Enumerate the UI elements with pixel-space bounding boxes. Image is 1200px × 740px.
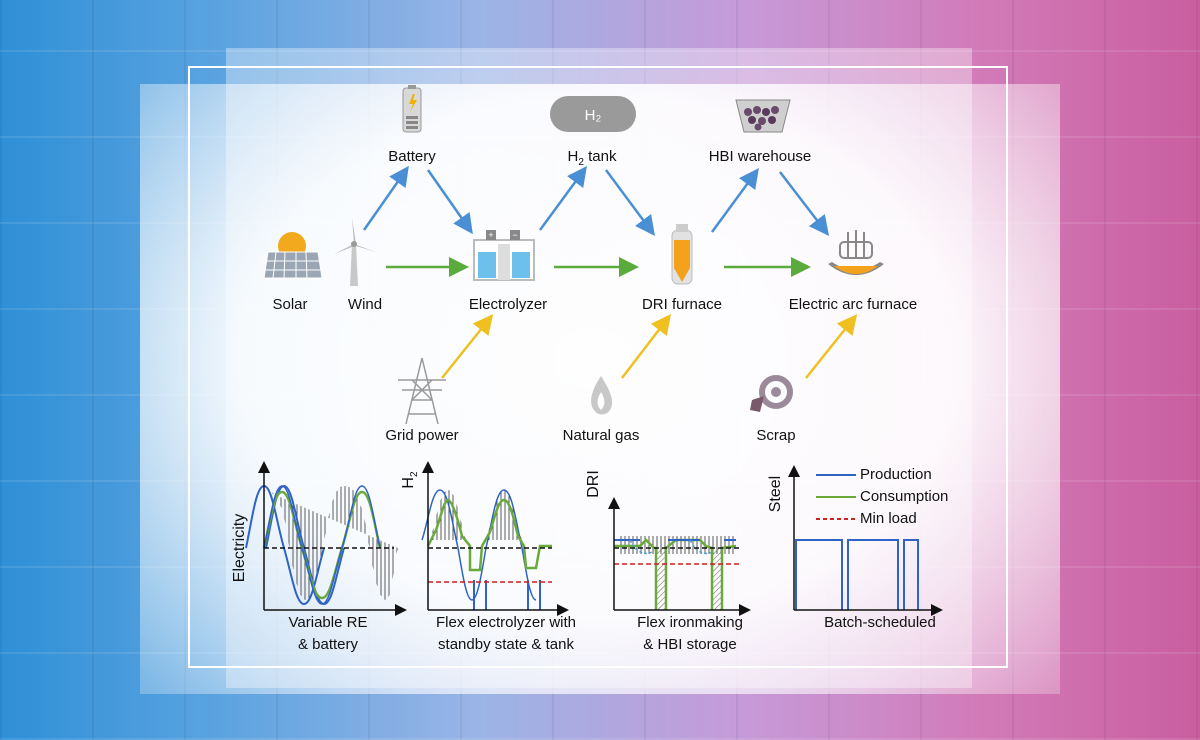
dri-furnace-label: DRI furnace: [641, 296, 723, 313]
svg-text:+: +: [488, 230, 493, 240]
hbi-warehouse-label: HBI warehouse: [708, 148, 812, 165]
svg-text:H₂: H₂: [585, 107, 602, 124]
chart4-caption: Batch-scheduled: [824, 614, 936, 631]
gas-flame-icon: [591, 376, 613, 415]
hbi-warehouse-icon: [735, 99, 791, 133]
battery-label: Battery: [388, 148, 436, 165]
legend-min-load: Min load: [860, 510, 917, 527]
chart2-ylabel: H2: [399, 471, 421, 489]
wind-label: Wind: [347, 296, 383, 313]
flow-arrows: [362, 165, 858, 379]
h2-tank-icon: H₂: [550, 96, 636, 132]
chart1-caption: Variable RE& battery: [288, 614, 368, 653]
chart-flex-electrolyzer: [421, 461, 569, 616]
chart3-caption: Flex ironmaking& HBI storage: [637, 614, 743, 653]
grid-power-label: Grid power: [385, 427, 459, 444]
legend-production: Production: [860, 466, 932, 483]
chart1-ylabel: Electricity: [231, 513, 248, 583]
natural-gas-label: Natural gas: [562, 427, 640, 444]
chart-variable-re: [245, 461, 407, 616]
scrap-label: Scrap: [756, 427, 796, 444]
wind-turbine-icon: [334, 218, 376, 286]
legend-consumption: Consumption: [860, 488, 949, 505]
chart3-ylabel: DRI: [585, 470, 602, 498]
diagram-frame: [188, 66, 1008, 668]
svg-text:−: −: [512, 230, 517, 240]
solar-panel-icon: [263, 232, 323, 279]
battery-icon: [402, 85, 422, 133]
chart-flex-ironmaking: [608, 497, 751, 616]
electric-arc-furnace-label: Electric arc furnace: [788, 296, 918, 313]
scrap-gear-icon: [750, 375, 793, 412]
electrolyzer-label: Electrolyzer: [468, 296, 548, 313]
side-strip: [0, 648, 22, 740]
solar-label: Solar: [272, 296, 308, 313]
chart4-ylabel: Steel: [767, 475, 784, 513]
electrolyzer-icon: + −: [473, 230, 535, 281]
h2-tank-label: H2 tank: [567, 148, 617, 168]
electric-arc-furnace-icon: [828, 230, 884, 275]
dri-furnace-icon: [671, 224, 693, 285]
chart-batch-scheduled: [788, 465, 943, 616]
transmission-tower-icon: [398, 357, 446, 425]
